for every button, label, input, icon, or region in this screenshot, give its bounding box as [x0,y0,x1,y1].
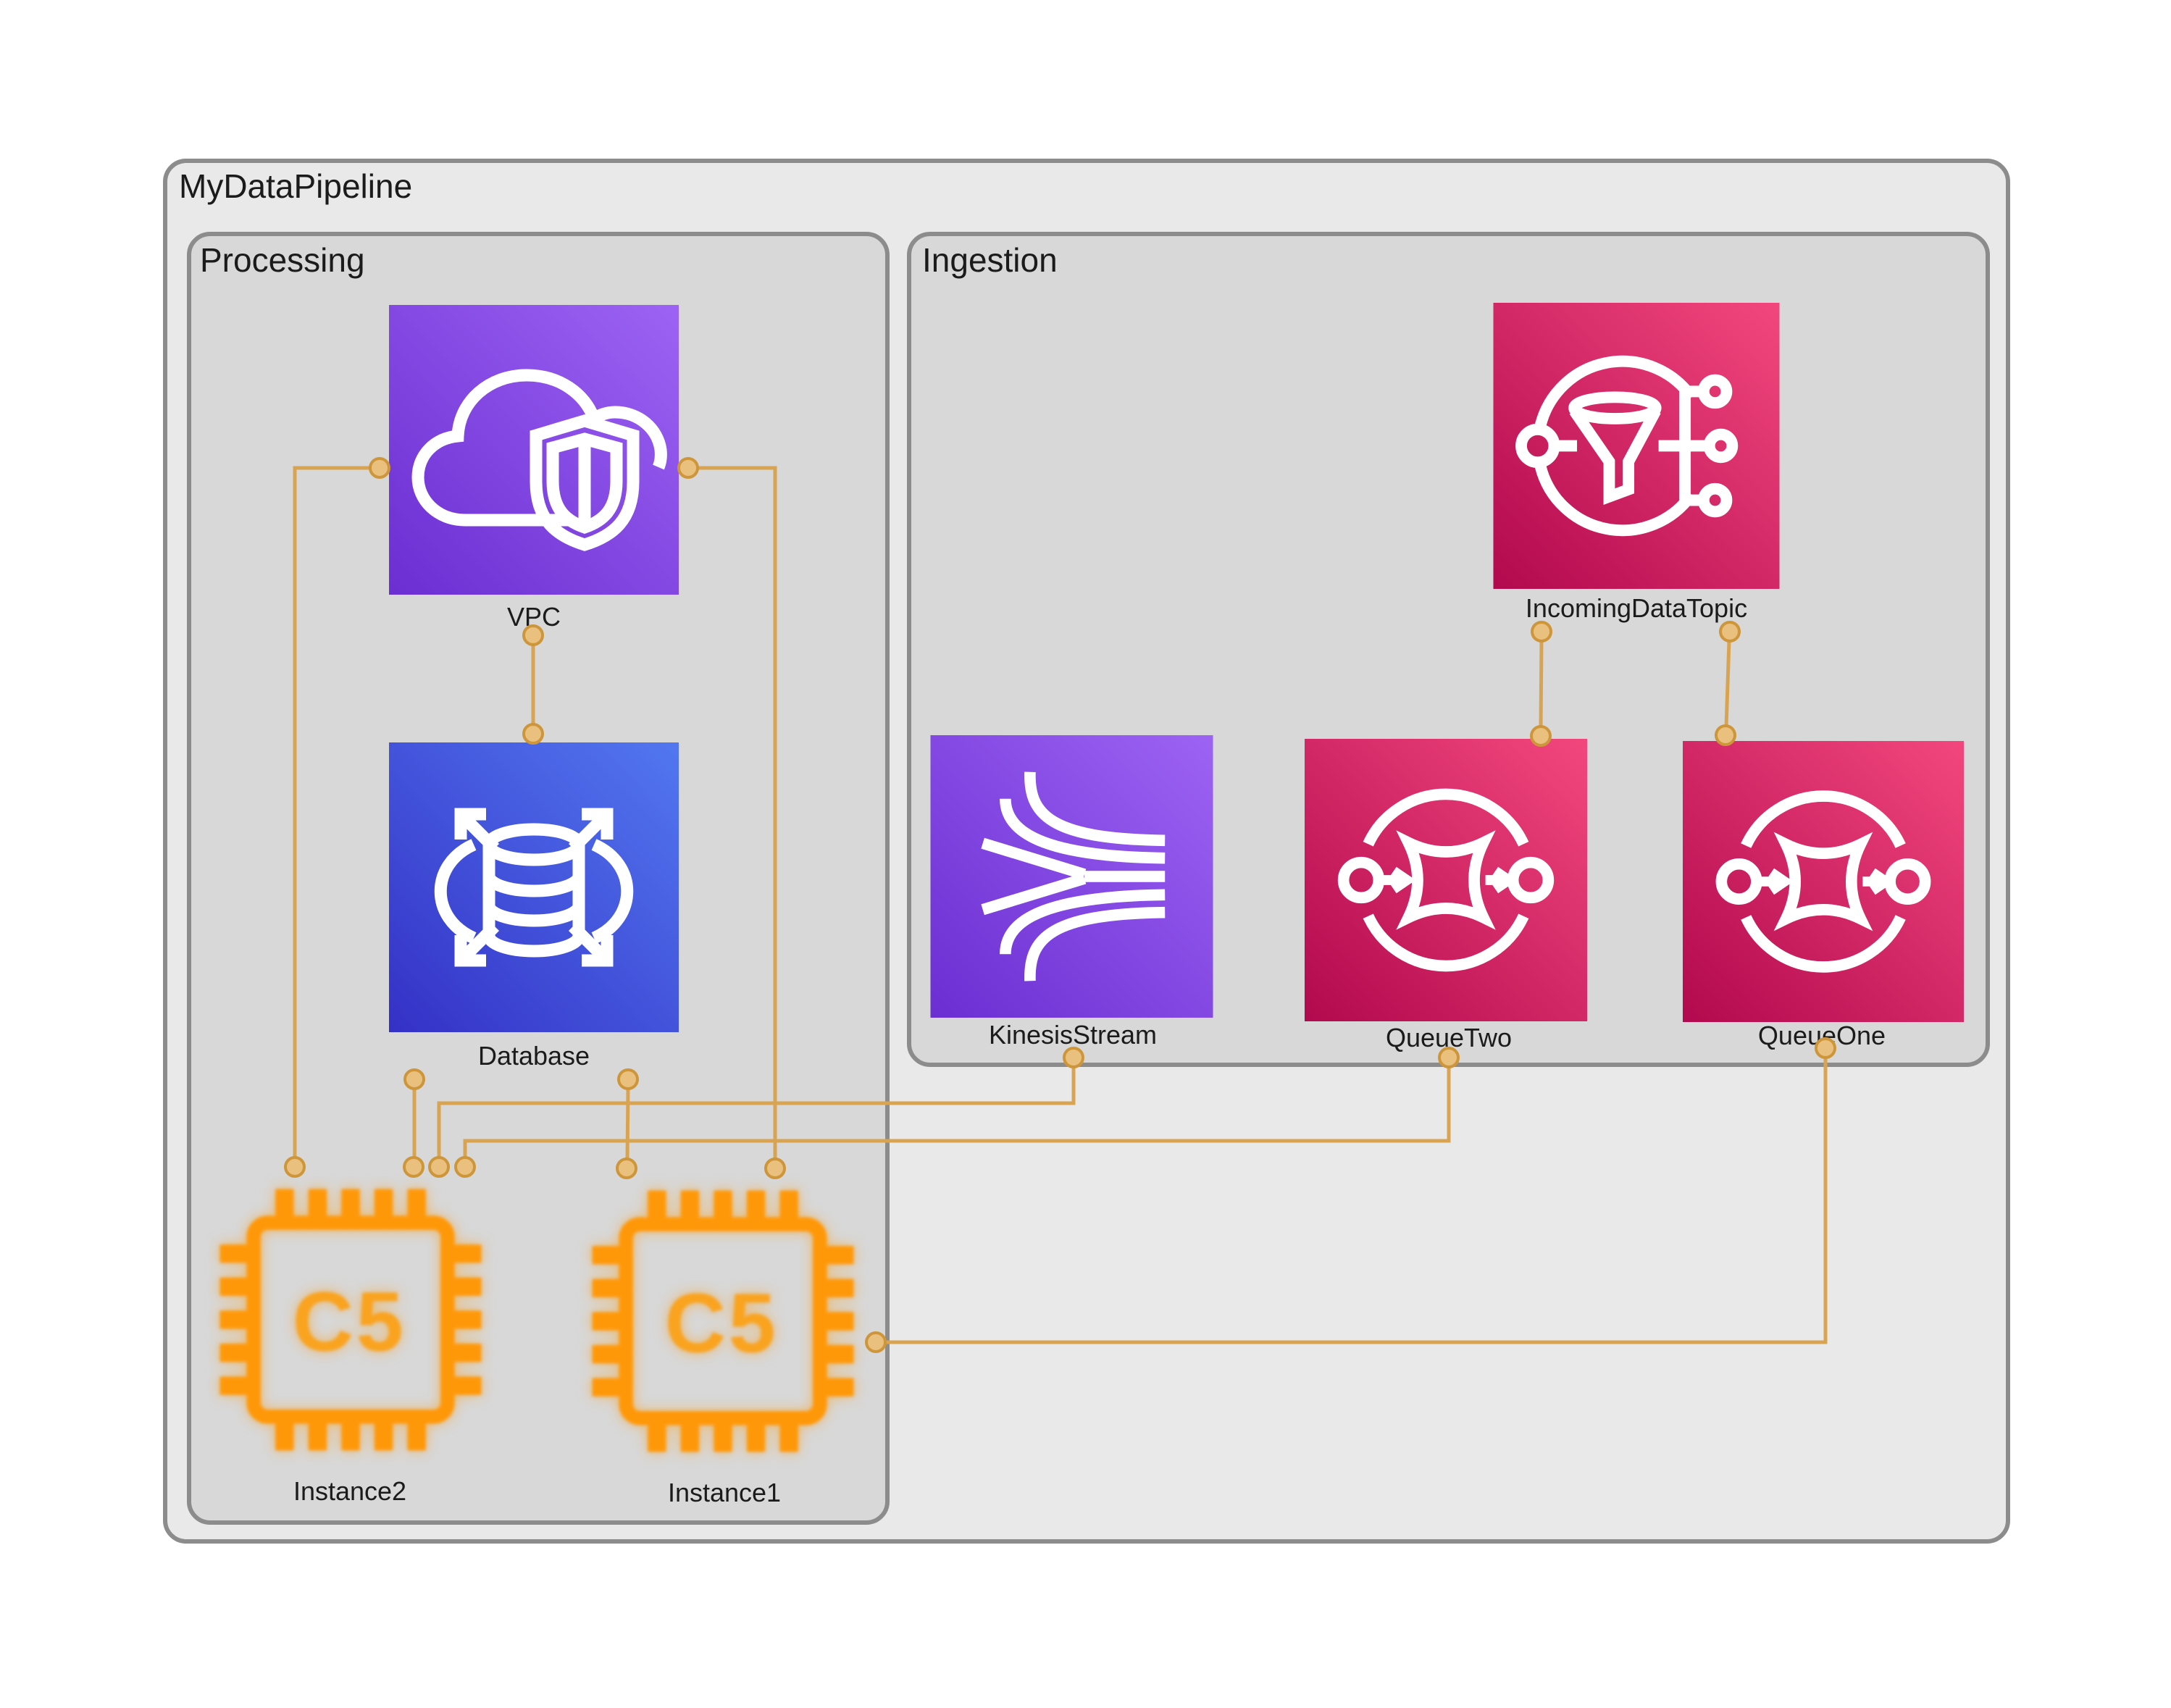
node-incoming-data-topic [1492,303,1781,589]
processing-group-title: Processing [200,241,365,279]
pipeline-title: MyDataPipeline [179,167,413,205]
node-queue-two [1304,739,1588,1021]
chip-text: C5 [293,1275,406,1369]
ingestion-group-title: Ingestion [922,241,1058,279]
kinesis-icon [930,735,1213,1018]
node-vpc [389,305,679,595]
ec2-c5-chip-icon: C5 [592,1190,854,1452]
node-label-queue-one: QueueOne [1757,1021,1886,1050]
node-label-database: Database [477,1041,590,1071]
node-label-instance2: Instance2 [293,1476,407,1506]
sns-icon [1493,303,1780,589]
node-label-queue-two: QueueTwo [1385,1023,1513,1052]
chip-text: C5 [665,1276,779,1370]
node-database [389,742,679,1032]
vpc-icon [389,305,679,595]
node-label-kinesis-stream: KinesisStream [988,1020,1158,1050]
node-label-vpc: VPC [506,602,561,632]
node-instance2: C5 [210,1179,491,1460]
node-queue-one [1680,741,1967,1022]
database-icon [389,742,679,1032]
node-kinesis-stream [929,735,1215,1018]
ec2-c5-chip-icon: C5 [219,1189,482,1451]
sqs-icon [1305,739,1587,1021]
node-label-incoming-data-topic: IncomingDataTopic [1525,593,1748,623]
sqs-icon [1683,741,1964,1022]
node-label-instance1: Instance1 [667,1478,782,1507]
node-instance1: C5 [582,1181,863,1462]
